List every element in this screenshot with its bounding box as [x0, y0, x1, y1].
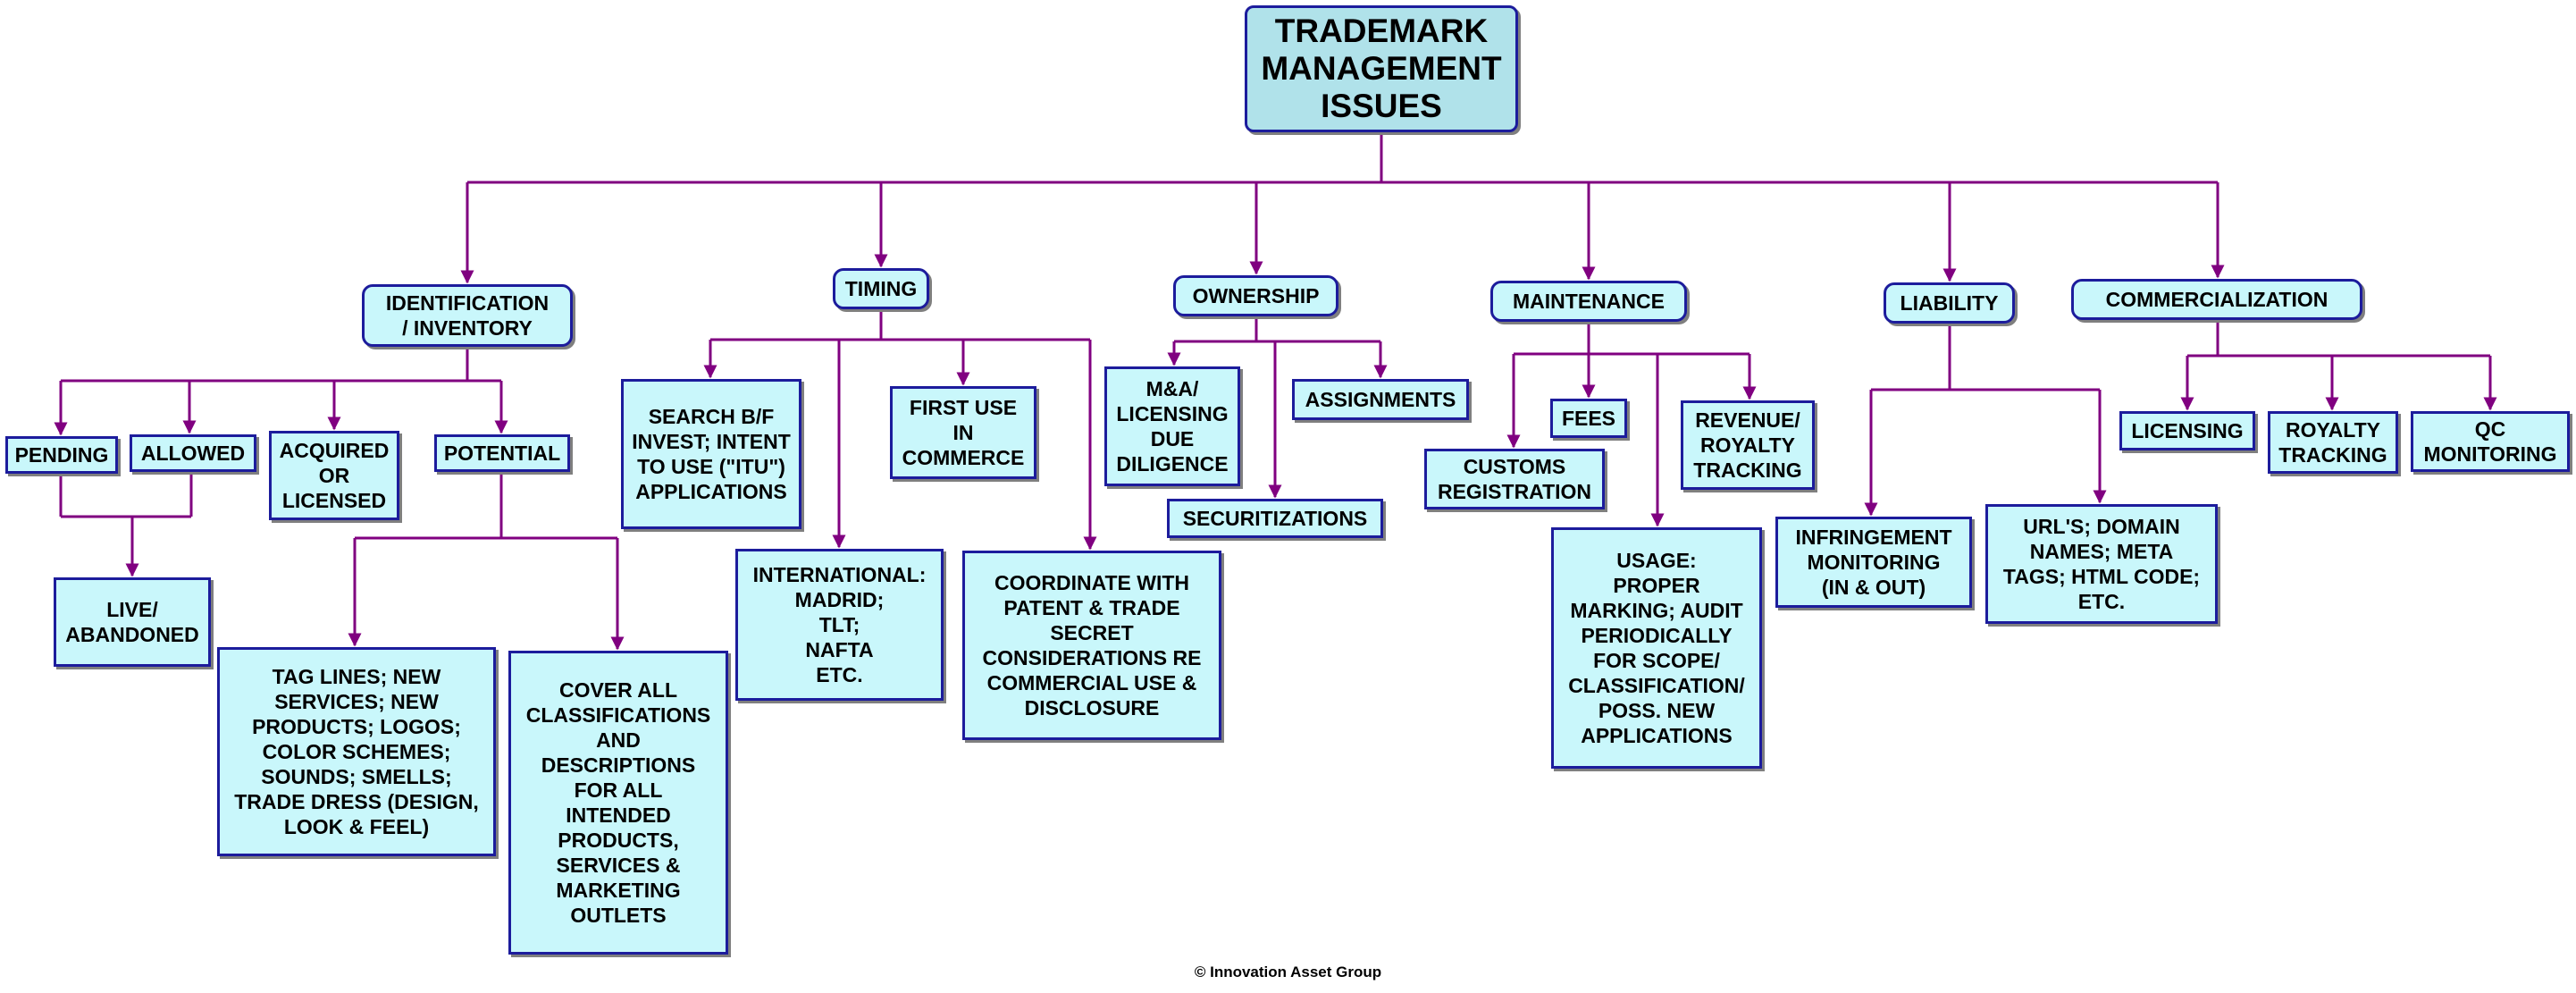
item-allowed: ALLOWED: [130, 434, 256, 472]
item-mna-due-diligence: M&A/ LICENSING DUE DILIGENCE: [1104, 366, 1240, 486]
category-ownership: OWNERSHIP: [1173, 275, 1338, 316]
item-coordinate: COORDINATE WITH PATENT & TRADE SECRET CO…: [962, 551, 1221, 740]
item-search: SEARCH B/F INVEST; INTENT TO USE ("ITU")…: [621, 379, 801, 529]
item-first-use: FIRST USE IN COMMERCE: [890, 386, 1036, 479]
item-cover-all: COVER ALL CLASSIFICATIONS AND DESCRIPTIO…: [508, 651, 728, 955]
item-revenue-royalty-tracking: REVENUE/ ROYALTY TRACKING: [1681, 400, 1815, 490]
item-live-abandoned: LIVE/ ABANDONED: [54, 577, 211, 667]
item-securitizations: SECURITIZATIONS: [1167, 499, 1383, 538]
item-customs-registration: CUSTOMS REGISTRATION: [1424, 449, 1605, 509]
category-identification: IDENTIFICATION / INVENTORY: [362, 284, 573, 347]
category-liability: LIABILITY: [1884, 282, 2015, 324]
root-node: TRADEMARK MANAGEMENT ISSUES: [1245, 5, 1518, 132]
category-timing: TIMING: [833, 268, 929, 309]
item-pending: PENDING: [5, 436, 118, 474]
item-usage: USAGE: PROPER MARKING; AUDIT PERIODICALL…: [1551, 527, 1762, 769]
item-qc-monitoring: QC MONITORING: [2411, 411, 2570, 472]
copyright-footer: © Innovation Asset Group: [1194, 964, 1382, 980]
item-royalty-tracking: ROYALTY TRACKING: [2268, 411, 2398, 474]
item-acquired-or-licensed: ACQUIRED OR LICENSED: [269, 431, 399, 520]
category-commercialization: COMMERCIALIZATION: [2071, 279, 2362, 320]
item-assignments: ASSIGNMENTS: [1292, 379, 1469, 420]
item-licensing: LICENSING: [2119, 411, 2255, 450]
item-international: INTERNATIONAL: MADRID; TLT; NAFTA ETC.: [735, 549, 944, 701]
category-maintenance: MAINTENANCE: [1490, 281, 1687, 322]
item-infringement-monitoring: INFRINGEMENT MONITORING (IN & OUT): [1775, 517, 1972, 608]
item-potential: POTENTIAL: [434, 434, 570, 472]
item-tag-lines: TAG LINES; NEW SERVICES; NEW PRODUCTS; L…: [217, 647, 496, 856]
item-fees: FEES: [1550, 399, 1627, 438]
item-urls-domain-names: URL'S; DOMAIN NAMES; META TAGS; HTML COD…: [1985, 504, 2218, 624]
